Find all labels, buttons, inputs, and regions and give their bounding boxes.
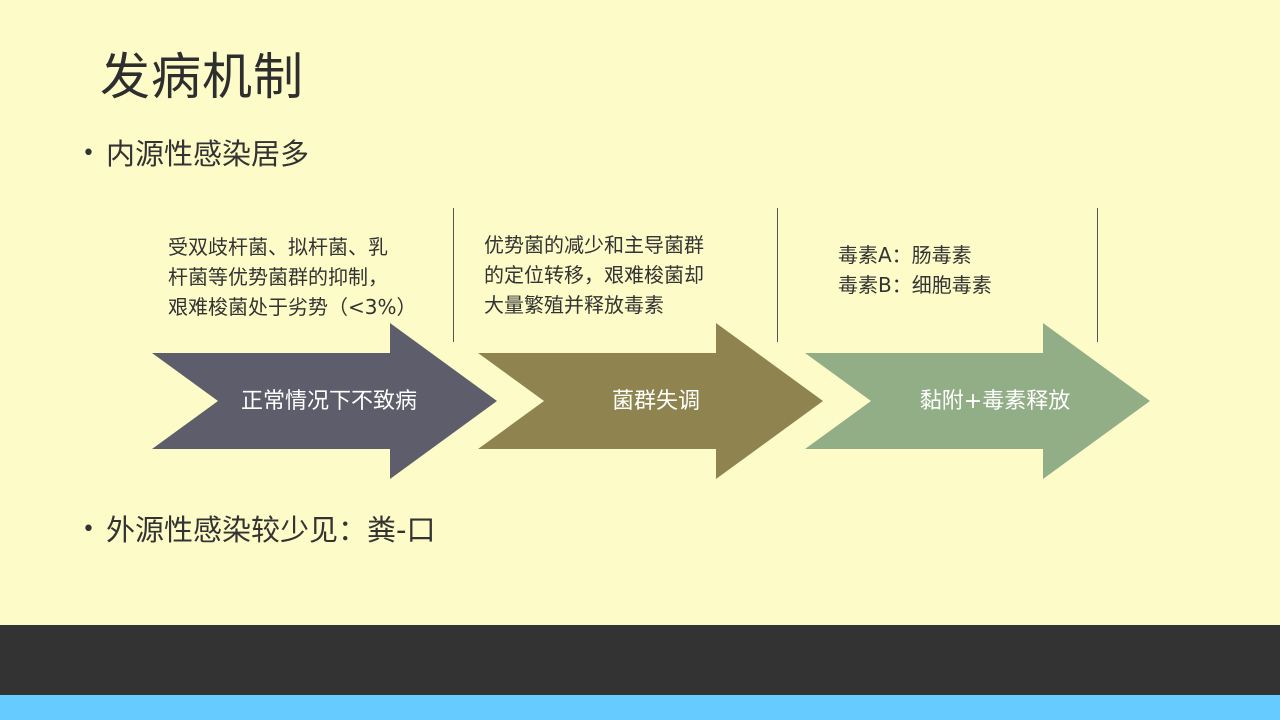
divider-line xyxy=(777,208,778,342)
bullet-endogenous: • 内源性感染居多 xyxy=(82,136,309,172)
step-description-normal: 受双歧杆菌、拟杆菌、乳 杆菌等优势菌群的抑制， 艰难梭菌处于劣势（<3%） xyxy=(168,235,417,319)
divider-line xyxy=(1097,208,1098,342)
footer-bar xyxy=(0,625,1280,695)
bullet-dot: • xyxy=(82,141,95,166)
arrow-step-normal xyxy=(152,323,497,479)
arrow-label-dysbiosis: 菌群失调 xyxy=(611,389,700,414)
bullet-exogenous: • 外源性感染较少见：粪-口 xyxy=(82,512,435,548)
divider-line xyxy=(453,208,454,342)
arrow-label-normal: 正常情况下不致病 xyxy=(240,389,417,414)
arrow-label-toxin: 黏附+毒素释放 xyxy=(919,389,1071,414)
footer-accent-bar xyxy=(0,695,1280,720)
bullet-text: 内源性感染居多 xyxy=(106,137,310,171)
step-description-toxin: 毒素A：肠毒素 毒素B：细胞毒素 xyxy=(838,243,992,297)
bullet-dot: • xyxy=(82,517,95,542)
step-description-dysbiosis: 优势菌的减少和主导菌群 的定位转移，艰难梭菌却 大量繁殖并释放毒素 xyxy=(484,233,704,317)
arrow-step-dysbiosis xyxy=(478,323,823,479)
bullet-text: 外源性感染较少见：粪-口 xyxy=(106,513,436,547)
arrow-step-toxin xyxy=(805,323,1150,479)
slide-title: 发病机制 xyxy=(100,48,304,106)
